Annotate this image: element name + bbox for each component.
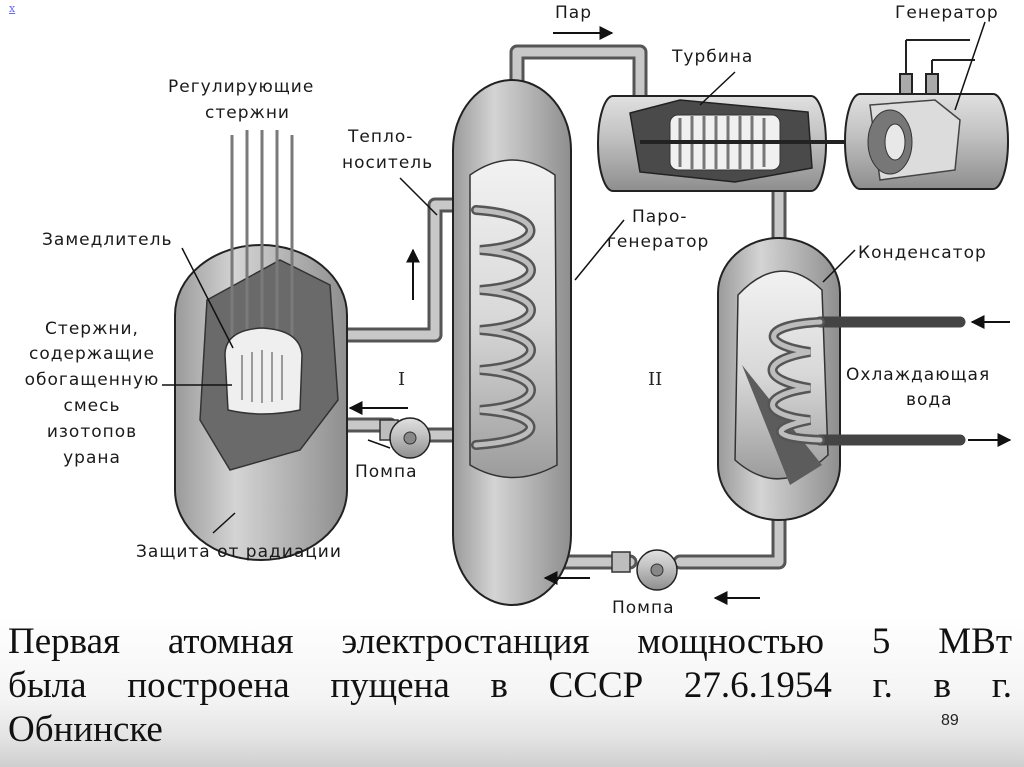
label-fuel-rods-4: смесь: [64, 396, 121, 416]
slide-number: 89: [941, 712, 959, 729]
label-steam-generator-1: Паро-: [632, 207, 688, 227]
label-moderator: Замедлитель: [42, 230, 173, 250]
steam-generator: [452, 79, 572, 606]
reactor-vessel: [174, 130, 348, 561]
label-circuit-2: II: [648, 369, 662, 390]
control-rods: [230, 130, 294, 345]
caption-line-1: Первая атомная электростанция мощностью …: [8, 621, 1012, 662]
label-coolant-1: Тепло-: [347, 127, 413, 147]
pump-2: [611, 549, 678, 591]
label-control-rods-1: Регулирующие: [168, 77, 314, 97]
label-steam: Пар: [555, 3, 592, 23]
label-fuel-rods-5: изотопов: [47, 422, 137, 442]
label-fuel-rods-3: обогащенную: [25, 370, 160, 390]
label-fuel-rods-1: Стержни,: [45, 319, 139, 339]
pump-1: [379, 417, 431, 459]
generator: [844, 39, 1009, 190]
caption-line-2: была построена пущена в СССР 27.6.1954 г…: [8, 665, 1012, 706]
label-cooling-water-1: Охлаждающая: [846, 365, 990, 385]
caption-background: [0, 615, 1024, 767]
label-radiation-shield: Защита от радиации: [136, 542, 342, 562]
generator-terminals: [899, 39, 975, 95]
label-pump-2: Помпа: [612, 598, 675, 615]
label-steam-generator-2: генератор: [607, 232, 709, 252]
label-turbine: Турбина: [671, 47, 753, 67]
turbine: [597, 95, 858, 192]
slide-caption: Первая атомная электростанция мощностью …: [8, 620, 1012, 752]
caption-line-3: Обнинске: [8, 709, 163, 750]
label-fuel-rods-6: урана: [63, 448, 121, 468]
labels: Регулирующие стержни Тепло- носитель Зам…: [25, 3, 999, 615]
flow-arrows: [348, 26, 1012, 605]
condenser: [717, 237, 966, 521]
label-control-rods-2: стержни: [205, 103, 290, 123]
turbine-rotor: [640, 114, 858, 171]
label-condenser: Конденсатор: [858, 243, 987, 263]
label-generator: Генератор: [895, 3, 999, 23]
label-pump-1: Помпа: [355, 462, 418, 482]
close-link[interactable]: x: [9, 2, 16, 15]
reactor-core: [224, 327, 303, 415]
label-circuit-1: I: [398, 369, 405, 390]
label-fuel-rods-2: содержащие: [29, 344, 155, 364]
npp-schematic: Регулирующие стержни Тепло- носитель Зам…: [25, 3, 1012, 615]
leader-lines: [162, 21, 986, 534]
label-coolant-2: носитель: [342, 153, 433, 173]
label-cooling-water-2: вода: [906, 390, 953, 410]
cooling-pipes: [767, 316, 966, 446]
